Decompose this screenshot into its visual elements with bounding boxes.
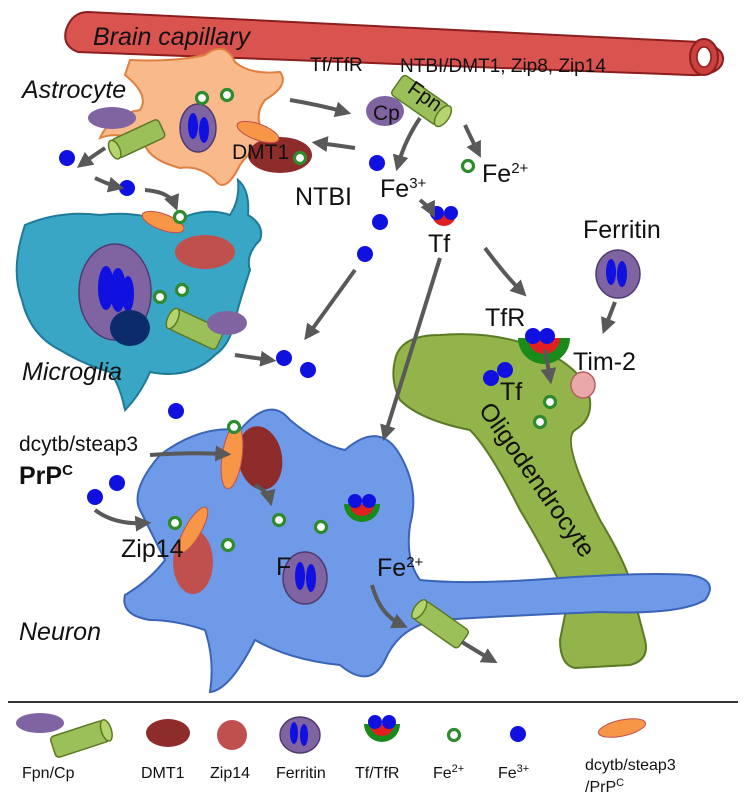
legend-label-dcytb-line2: /PrPC (585, 777, 624, 796)
flow-arrows (76, 98, 617, 664)
legend: Fpn/Cp DMT1 Zip14 Ferritin Tf/TfR Fe2+ F… (16, 713, 676, 796)
label-tf: Tf (428, 230, 450, 258)
label-f: F (276, 553, 291, 581)
legend-label-fe2: Fe2+ (433, 763, 464, 782)
legend-fpn-cp-icon (16, 713, 113, 758)
neuron-dmt1 (237, 426, 283, 490)
legend-label-fe3: Fe3+ (498, 763, 529, 782)
ferritin-soluble (595, 249, 641, 299)
label-astrocyte: Astrocyte (20, 76, 126, 104)
label-neuron-fe2: Fe2+ (377, 554, 424, 582)
label-fe2: Fe2+ (482, 160, 529, 188)
microglia-zip14 (175, 235, 235, 269)
legend-fe3-icon (510, 726, 526, 742)
label-neuron: Neuron (19, 618, 101, 646)
astrocyte-ferritin (179, 103, 217, 153)
label-ferritin: Ferritin (583, 216, 661, 244)
legend-label-ferritin: Ferritin (276, 765, 326, 782)
label-tfr: TfR (485, 304, 525, 332)
neuron-ferritin (282, 551, 328, 605)
label-prp: PrPC (19, 462, 73, 490)
microglia-dcytb (141, 210, 185, 234)
label-tim2: Tim-2 (573, 348, 636, 376)
label-microglia: Microglia (22, 358, 122, 386)
legend-label-fpn-cp: Fpn/Cp (22, 765, 75, 782)
neuron-dcytb2 (177, 506, 209, 554)
legend-zip14-icon (217, 720, 247, 750)
legend-tf-tfr-icon (364, 715, 400, 742)
legend-label-zip14: Zip14 (210, 765, 250, 782)
label-ntbi-transporters: NTBI/DMT1, Zip8, Zip14 (400, 56, 606, 77)
label-dcytb-steap3: dcytb/steap3 (19, 433, 138, 456)
astrocyte-dcytb (236, 120, 280, 144)
legend-fe2-icon (446, 727, 462, 743)
legend-ferritin-icon (279, 716, 321, 754)
astrocyte-fpn-cp (88, 107, 166, 160)
legend-label-dcytb-line1: dcytb/steap3 (585, 757, 676, 774)
brain-capillary (64, 10, 724, 77)
microglia-contents (78, 209, 247, 350)
label-ntbi: NTBI (295, 183, 352, 211)
tim2-receptor (570, 371, 596, 399)
label-zip14: Zip14 (121, 535, 184, 563)
label-brain-capillary: Brain capillary (93, 23, 252, 51)
label-tf-inside: Tf (500, 378, 522, 406)
label-dmt1: DMT1 (232, 141, 289, 164)
label-fe3: Fe3+ (380, 175, 427, 203)
label-cp: Cp (373, 102, 400, 125)
capillary-fpn-cp (366, 74, 453, 128)
legend-label-tf-tfr: Tf/TfR (355, 765, 399, 782)
label-tf-tfr: Tf/TfR (310, 55, 363, 76)
legend-dmt1-icon (146, 719, 190, 747)
legend-dcytb-icon (597, 718, 647, 738)
neuron-contents (167, 419, 469, 649)
astrocyte-dmt1 (248, 137, 312, 173)
astrocyte-contents (179, 87, 312, 173)
legend-label-dmt1: DMT1 (141, 765, 185, 782)
tf-soluble (430, 206, 458, 226)
